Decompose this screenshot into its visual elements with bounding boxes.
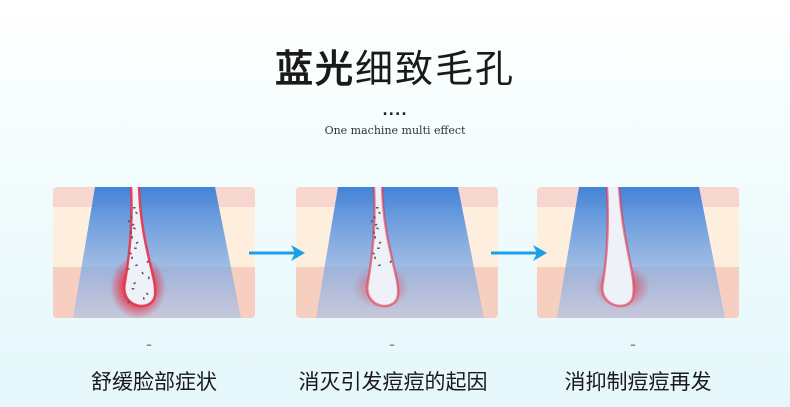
step-2-illustration [296,187,498,318]
step-3-illustration [537,187,739,318]
page-title: 蓝光细致毛孔 [0,38,790,93]
step-3-dash: – [630,338,636,351]
arrow-right-icon [491,245,547,261]
step-1-dash: – [146,338,152,351]
step-3-caption: 消抑制痘痘再发 [564,370,712,394]
step-2-caption: 消灭引发痘痘的起因 [298,370,488,394]
step-1-caption: 舒缓脸部症状 [91,370,217,394]
step-2-dash: – [389,338,395,351]
step-1-illustration [53,187,255,318]
title-dots: .... [382,103,408,119]
title-bold: 蓝光 [274,47,355,91]
title-rest: 细致毛孔 [355,47,516,91]
subtitle: One machine multi effect [324,124,466,137]
arrow-right-icon [249,245,305,261]
